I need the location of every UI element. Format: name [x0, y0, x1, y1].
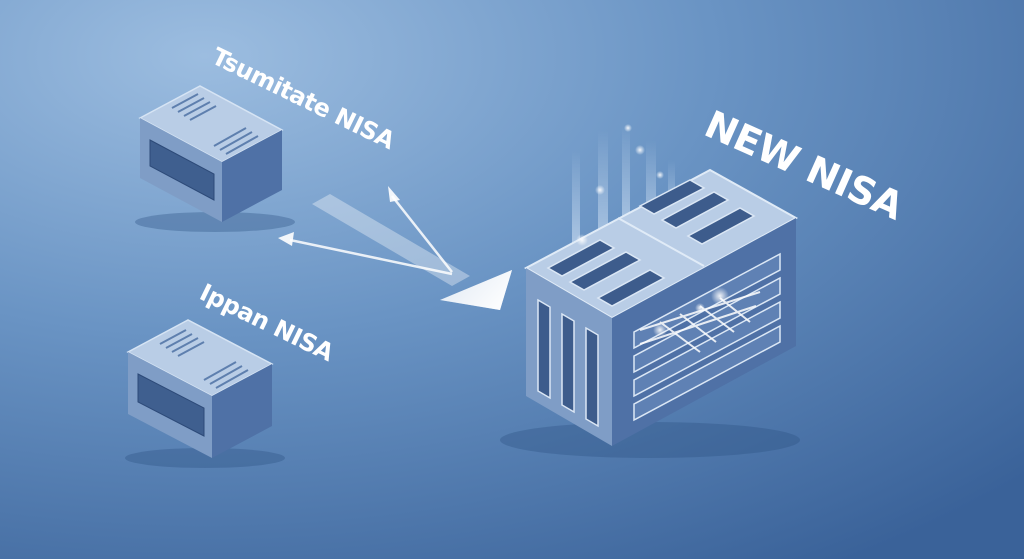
tsumitate-server-box-icon: [135, 85, 295, 232]
new-nisa-server-rack-icon: [500, 124, 800, 458]
merge-arrows: [278, 186, 512, 310]
ippan-server-box-icon: [125, 319, 285, 468]
